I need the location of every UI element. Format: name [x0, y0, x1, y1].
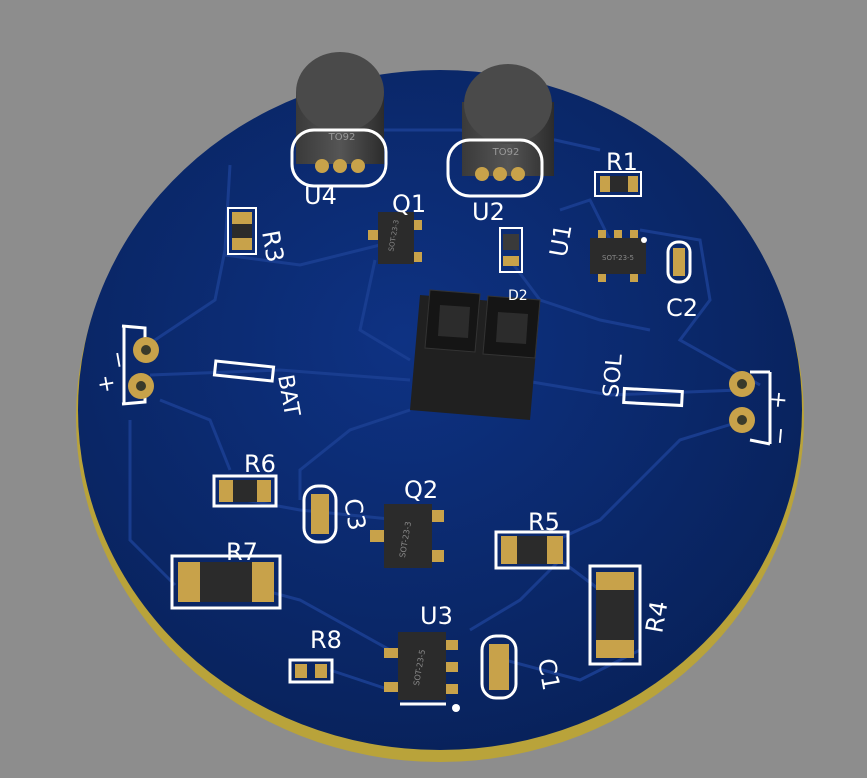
sol-connector: + − SOL: [599, 352, 794, 446]
q1-sot23: SOT-23-3: [368, 212, 422, 264]
label-u4: U4: [304, 182, 337, 210]
u1-sot23-5: SOT-23-5: [590, 230, 647, 282]
jumper-header: [410, 289, 541, 420]
label-c2: C2: [666, 294, 698, 322]
label-r5: R5: [528, 508, 560, 536]
to92-marking-u4: TO92: [328, 132, 356, 143]
u3-sot23-5: SOT-23-5: [384, 632, 460, 712]
c2-capacitor: [666, 240, 692, 284]
bat-minus-label: −: [104, 349, 132, 371]
r6-resistor: [212, 474, 278, 508]
c3-capacitor: [302, 484, 338, 544]
r1-resistor: [594, 171, 642, 197]
label-u1: U1: [544, 222, 577, 259]
to92-u2: TO92: [446, 64, 554, 198]
q2-sot23: SOT-23-3: [370, 504, 444, 568]
label-u3: U3: [420, 602, 453, 630]
label-r3: R3: [256, 228, 289, 264]
sol-minus-label: −: [768, 426, 795, 447]
label-r6: R6: [244, 450, 276, 478]
label-r4: R4: [640, 599, 673, 635]
c1-capacitor: [480, 634, 518, 700]
label-r1: R1: [606, 148, 638, 176]
d2-part: [499, 227, 523, 273]
label-c1: C1: [532, 656, 565, 692]
label-r7: R7: [226, 538, 258, 566]
label-q2: Q2: [404, 476, 438, 504]
reference-labels: U4 Q1 U2 R1 U1 R3 C2 R6 Q2 C3 R5 R7 R4 R…: [226, 148, 698, 693]
r4-resistor: [588, 564, 642, 666]
label-q1: Q1: [392, 190, 426, 218]
r8-resistor: [288, 658, 334, 684]
bat-connector: − + BAT: [92, 324, 304, 419]
r7-resistor: [170, 554, 282, 610]
bat-plus-label: +: [92, 373, 120, 395]
r3-resistor: [227, 207, 257, 255]
label-r8: R8: [310, 626, 342, 654]
r5-resistor: [494, 530, 570, 570]
sol-plus-label: +: [766, 390, 793, 411]
label-c3: C3: [338, 496, 371, 532]
label-d-partial: D2: [508, 288, 528, 304]
sol-label: SOL: [599, 352, 628, 398]
label-u2: U2: [472, 198, 505, 226]
to92-u4: TO92: [290, 52, 388, 188]
copper-traces: [128, 128, 761, 692]
to92-marking-u2: TO92: [492, 147, 520, 158]
u1-marking: SOT-23-5: [602, 254, 634, 262]
